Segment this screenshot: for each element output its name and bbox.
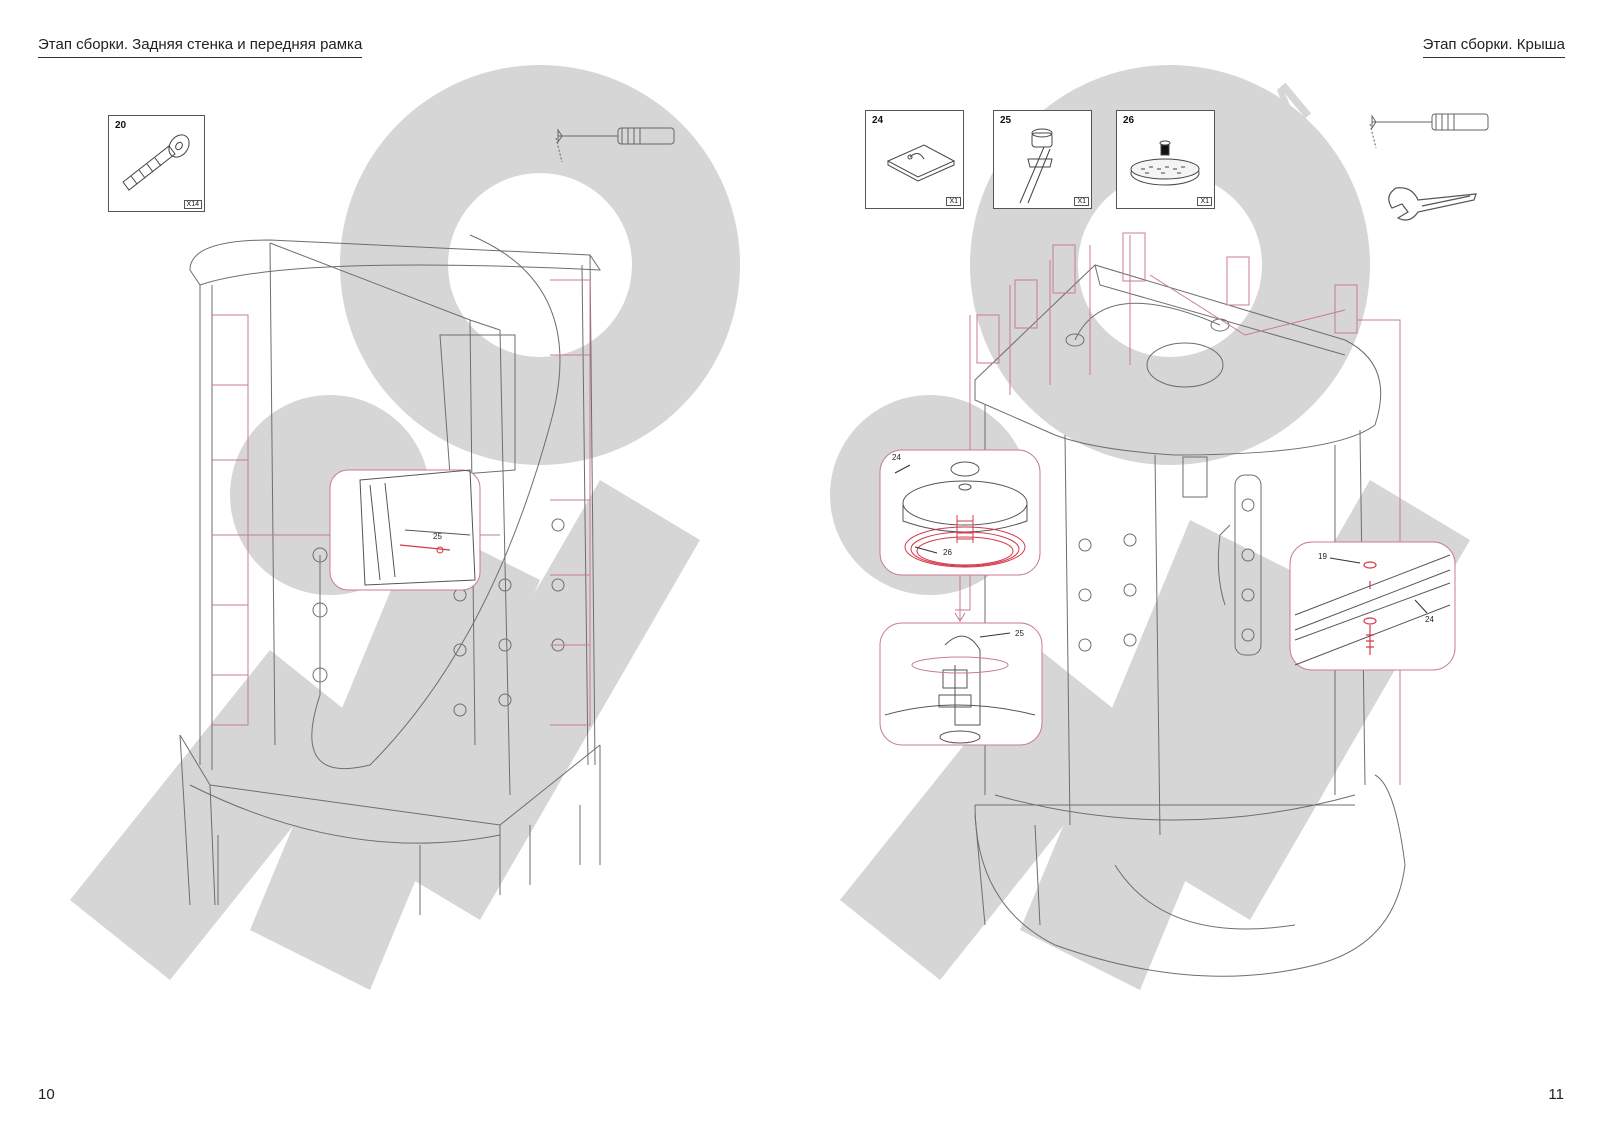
part-card-25: 25 X1 (993, 110, 1092, 209)
watermark-logo-left: TM (70, 65, 740, 990)
part-card-24: 24 X1 (865, 110, 964, 209)
page-number-right: 11 (1548, 1086, 1564, 1103)
shower-cabin-roof-illustration: 24 26 25 19 (879, 232, 1456, 977)
part-quantity: X1 (946, 197, 961, 206)
page-title-left: Этап сборки. Задняя стенка и передняя ра… (38, 36, 363, 58)
callout-25: 25 (433, 532, 442, 541)
callout-19: 19 (1318, 552, 1327, 561)
part-quantity: X1 (1074, 197, 1089, 206)
shower-cabin-back-wall-illustration: 25 (179, 234, 601, 915)
adjustable-wrench-icon (1388, 187, 1477, 221)
part-card-26: 26 X1 (1116, 110, 1215, 209)
part-card-20: 20 X14 (108, 115, 205, 212)
callout-24: 24 (892, 453, 901, 462)
roof-panel-icon (886, 144, 956, 182)
rain-shower-head-icon (1130, 140, 1200, 186)
part-number: 25 (1000, 115, 1012, 126)
part-number: 20 (115, 120, 127, 131)
callout-25: 25 (1015, 629, 1024, 638)
page-title-right: Этап сборки. Крыша (1422, 36, 1565, 58)
part-number: 26 (1123, 115, 1135, 126)
callout-26: 26 (943, 548, 952, 557)
callout-24-joint: 24 (1425, 615, 1434, 624)
page-number-left: 10 (38, 1086, 55, 1103)
part-quantity: X14 (183, 200, 202, 209)
hose-connector-icon (1019, 128, 1053, 204)
screwdriver-icon (555, 127, 675, 162)
screwdriver-icon (1369, 113, 1489, 148)
part-number: 24 (872, 115, 884, 126)
screw-with-washer-icon (122, 134, 190, 191)
part-quantity: X1 (1197, 197, 1212, 206)
